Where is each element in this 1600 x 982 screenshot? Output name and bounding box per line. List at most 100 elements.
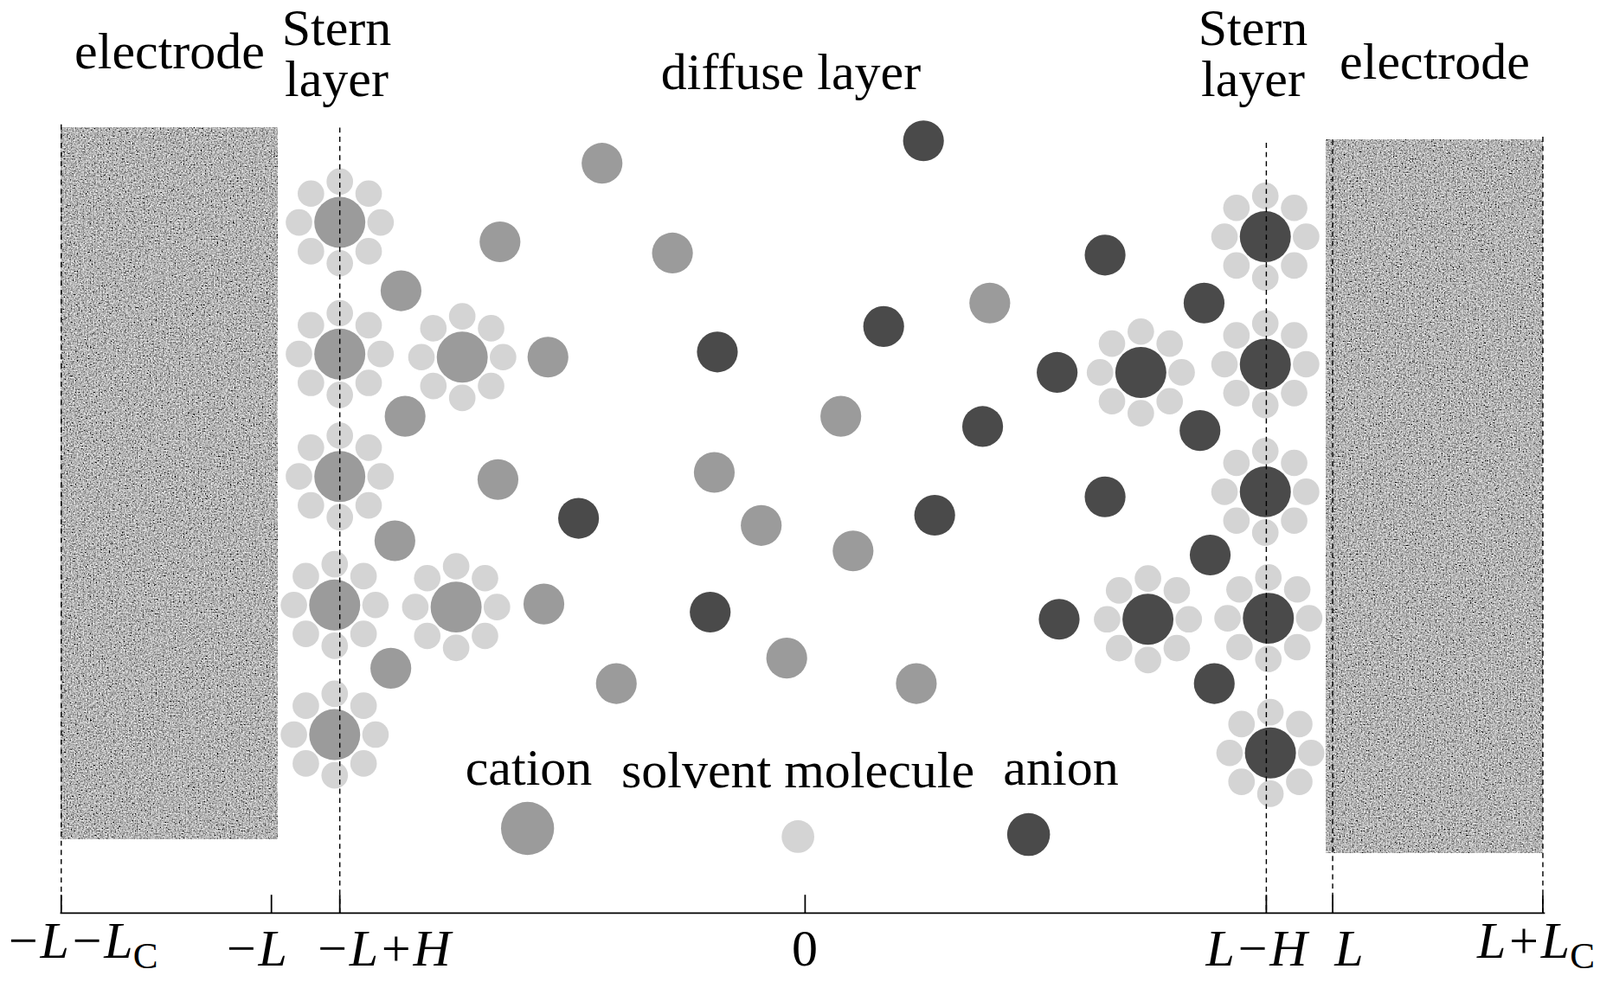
- axis-label: −L: [223, 922, 288, 975]
- anion: [1240, 466, 1292, 518]
- solvent-molecule: [1296, 604, 1324, 632]
- solvent-molecule: [1211, 351, 1239, 379]
- solvent-molecule: [1292, 351, 1320, 379]
- solvent-molecule: [477, 314, 505, 342]
- solvent-molecule: [419, 372, 447, 400]
- solvent-molecule: [1280, 507, 1308, 534]
- solvent-molecule: [350, 692, 378, 720]
- anion: [1242, 592, 1294, 644]
- solvent-molecule: [402, 593, 430, 621]
- cation: [380, 269, 422, 311]
- solvent-molecule: [321, 681, 348, 708]
- solvent-molecule: [1254, 645, 1282, 673]
- cation: [693, 451, 735, 493]
- legend-label: solvent molecule: [621, 744, 975, 797]
- axis-label: L+LC: [1477, 914, 1595, 982]
- solvent-molecule: [1252, 263, 1279, 291]
- solvent-molecule: [355, 237, 383, 265]
- solvent-molecule: [483, 593, 511, 621]
- axis-label: −L+H: [314, 922, 451, 975]
- layer-label: diffuse layer: [661, 45, 921, 98]
- solvent-molecule: [1227, 711, 1255, 739]
- solvent-molecule: [1223, 379, 1251, 407]
- solvent-molecule: [1216, 739, 1244, 767]
- anion: [1189, 534, 1231, 576]
- solvent-molecule: [285, 340, 313, 368]
- solvent-molecule: [1285, 711, 1313, 739]
- solvent-molecule: [355, 492, 383, 520]
- solvent-molecule: [367, 462, 395, 490]
- solvent-molecule: [1168, 359, 1196, 386]
- axis-tick: [270, 894, 273, 913]
- solvent-molecule: [1098, 387, 1126, 415]
- solvent-molecule: [1134, 565, 1162, 592]
- electrode: electrode: [1317, 35, 1552, 854]
- cation: [969, 282, 1010, 324]
- solvent-molecule: [321, 762, 348, 790]
- cation: [385, 396, 426, 437]
- solvent-molecule: [367, 209, 395, 237]
- solvent-molecule: [1280, 379, 1308, 407]
- solvent-molecule: [1292, 223, 1320, 251]
- anion: [696, 331, 738, 373]
- cation: [523, 584, 565, 625]
- solvent-molecule: [297, 492, 325, 520]
- solvent-molecule: [1093, 605, 1121, 633]
- solvent-molecule: [1156, 330, 1183, 358]
- solvent-molecule: [1105, 635, 1133, 662]
- axis-line: [60, 912, 1546, 915]
- cation: [652, 232, 694, 274]
- solvent-molecule: [413, 565, 441, 592]
- solvent-molecule: [1280, 321, 1308, 349]
- solvent-molecule: [1252, 182, 1279, 210]
- legend-swatch: [1007, 813, 1051, 857]
- cation: [820, 396, 862, 437]
- anion: [1240, 339, 1292, 391]
- cation: [581, 142, 623, 184]
- axis-tick: [1331, 894, 1334, 913]
- solvent-molecule: [1211, 223, 1239, 251]
- cation: [832, 530, 874, 572]
- solvent-molecule: [443, 552, 470, 580]
- anion: [1194, 662, 1235, 704]
- axis: [60, 894, 1546, 913]
- solvent-molecule: [1223, 194, 1251, 222]
- anion: [1179, 410, 1221, 451]
- solvent-molecule: [1086, 359, 1114, 386]
- solvent-molecule: [1257, 780, 1285, 808]
- solvent-molecule: [1284, 576, 1311, 604]
- solvent-molecule: [1098, 330, 1126, 358]
- solvent-molecule: [489, 343, 517, 371]
- axis-tick: [339, 894, 341, 913]
- solvent-molecule: [1292, 478, 1320, 506]
- cation: [596, 662, 637, 704]
- guide-line: [60, 124, 62, 914]
- solvent-molecule: [1127, 399, 1155, 427]
- anion: [962, 405, 1003, 447]
- solvent-molecule: [477, 372, 505, 400]
- axis-tick: [1265, 894, 1268, 913]
- cation: [308, 709, 360, 761]
- solvent-molecule: [1252, 519, 1279, 547]
- solvent-molecule: [355, 312, 383, 340]
- axis-tick: [1542, 894, 1544, 913]
- solvent-molecule: [1223, 507, 1251, 534]
- cation: [436, 331, 489, 383]
- cation: [740, 505, 782, 547]
- cation: [479, 221, 521, 263]
- solvent-molecule: [321, 551, 348, 579]
- axis-tick: [804, 894, 807, 913]
- solvent-molecule: [1285, 768, 1313, 796]
- cation: [314, 328, 366, 380]
- solvent-molecule: [321, 632, 348, 660]
- solvent-molecule: [292, 620, 320, 648]
- solvent-molecule: [350, 750, 378, 778]
- solvent-molecule: [1175, 605, 1202, 633]
- solvent-molecule: [297, 237, 325, 265]
- solvent-molecule: [471, 565, 499, 592]
- solvent-molecule: [1156, 387, 1183, 415]
- solvent-molecule: [443, 634, 470, 662]
- electrode: electrode: [52, 25, 287, 839]
- anion: [1245, 727, 1297, 779]
